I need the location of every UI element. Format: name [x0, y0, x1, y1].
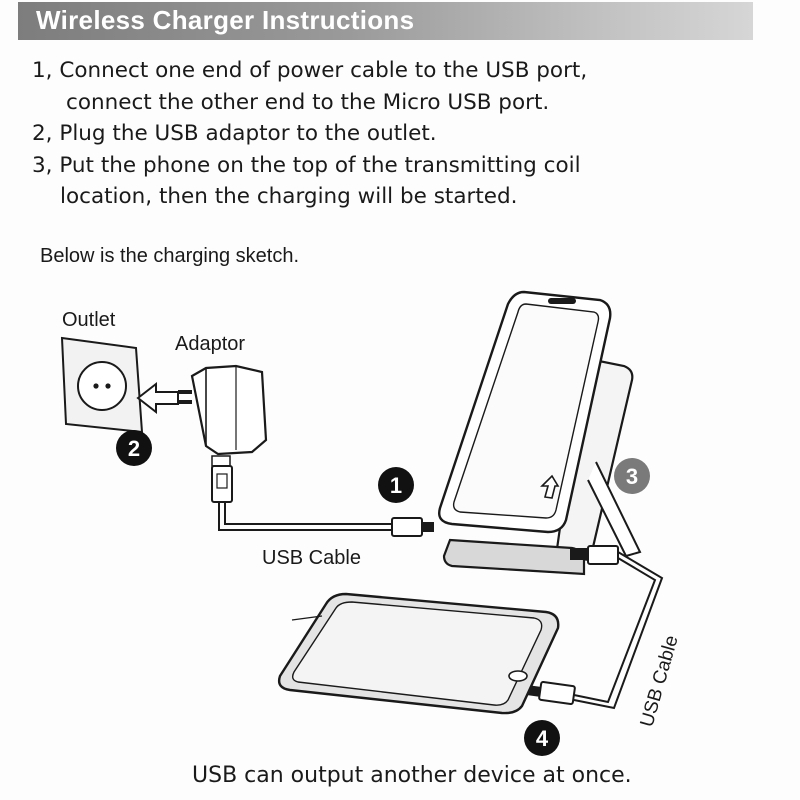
- usb-plug-icon: [211, 465, 233, 503]
- instruction-step-3-line1: 3, Put the phone on the top of the trans…: [32, 152, 581, 178]
- instruction-step-1-line2: connect the other end to the Micro USB p…: [66, 89, 550, 115]
- usb-adaptor-icon: [178, 364, 268, 467]
- badge-4-number: 4: [536, 726, 549, 751]
- instruction-step-3: 3, Put the phone on the top of the trans…: [32, 150, 772, 213]
- wall-outlet-icon: [60, 336, 144, 434]
- instruction-step-2: 2, Plug the USB adaptor to the outlet.: [32, 118, 772, 150]
- badge-1: 1: [378, 467, 414, 503]
- instruction-step-1-line1: 1, Connect one end of power cable to the…: [32, 58, 588, 83]
- instruction-step-3-line2: location, then the charging will be star…: [60, 184, 518, 209]
- badge-2: 2: [116, 430, 152, 466]
- badge-4: 4: [524, 720, 560, 756]
- sketch-intro: Below is the charging sketch.: [40, 245, 300, 267]
- usb-plug-icon-2: [570, 545, 619, 565]
- micro-usb-plug-icon: [391, 517, 434, 537]
- outlet-label: Outlet: [62, 309, 116, 331]
- micro-usb-plug-icon-2: [527, 680, 576, 706]
- instruction-step-2-line1: 2, Plug the USB adaptor to the outlet.: [32, 121, 437, 146]
- wireless-charger-stand-icon: [442, 356, 642, 576]
- badge-3-number: 3: [626, 464, 638, 489]
- footer-note: USB can output another device at once.: [192, 763, 632, 788]
- usb-cable-label-2: USB Cable: [637, 633, 683, 729]
- badge-3: 3: [614, 458, 650, 494]
- badge-2-number: 2: [128, 436, 140, 461]
- usb-cable-label-1: USB Cable: [262, 547, 361, 569]
- title-bar: Wireless Charger Instructions: [18, 2, 753, 40]
- smartphone-icon: [438, 290, 612, 534]
- arrow-icon: [136, 381, 179, 415]
- instruction-steps: 1, Connect one end of power cable to the…: [32, 55, 772, 213]
- smartphone-lying-icon: [277, 592, 560, 715]
- badge-1-number: 1: [390, 473, 402, 498]
- adaptor-label: Adaptor: [175, 333, 245, 355]
- page-title: Wireless Charger Instructions: [36, 5, 415, 35]
- instruction-step-1: 1, Connect one end of power cable to the…: [32, 55, 772, 118]
